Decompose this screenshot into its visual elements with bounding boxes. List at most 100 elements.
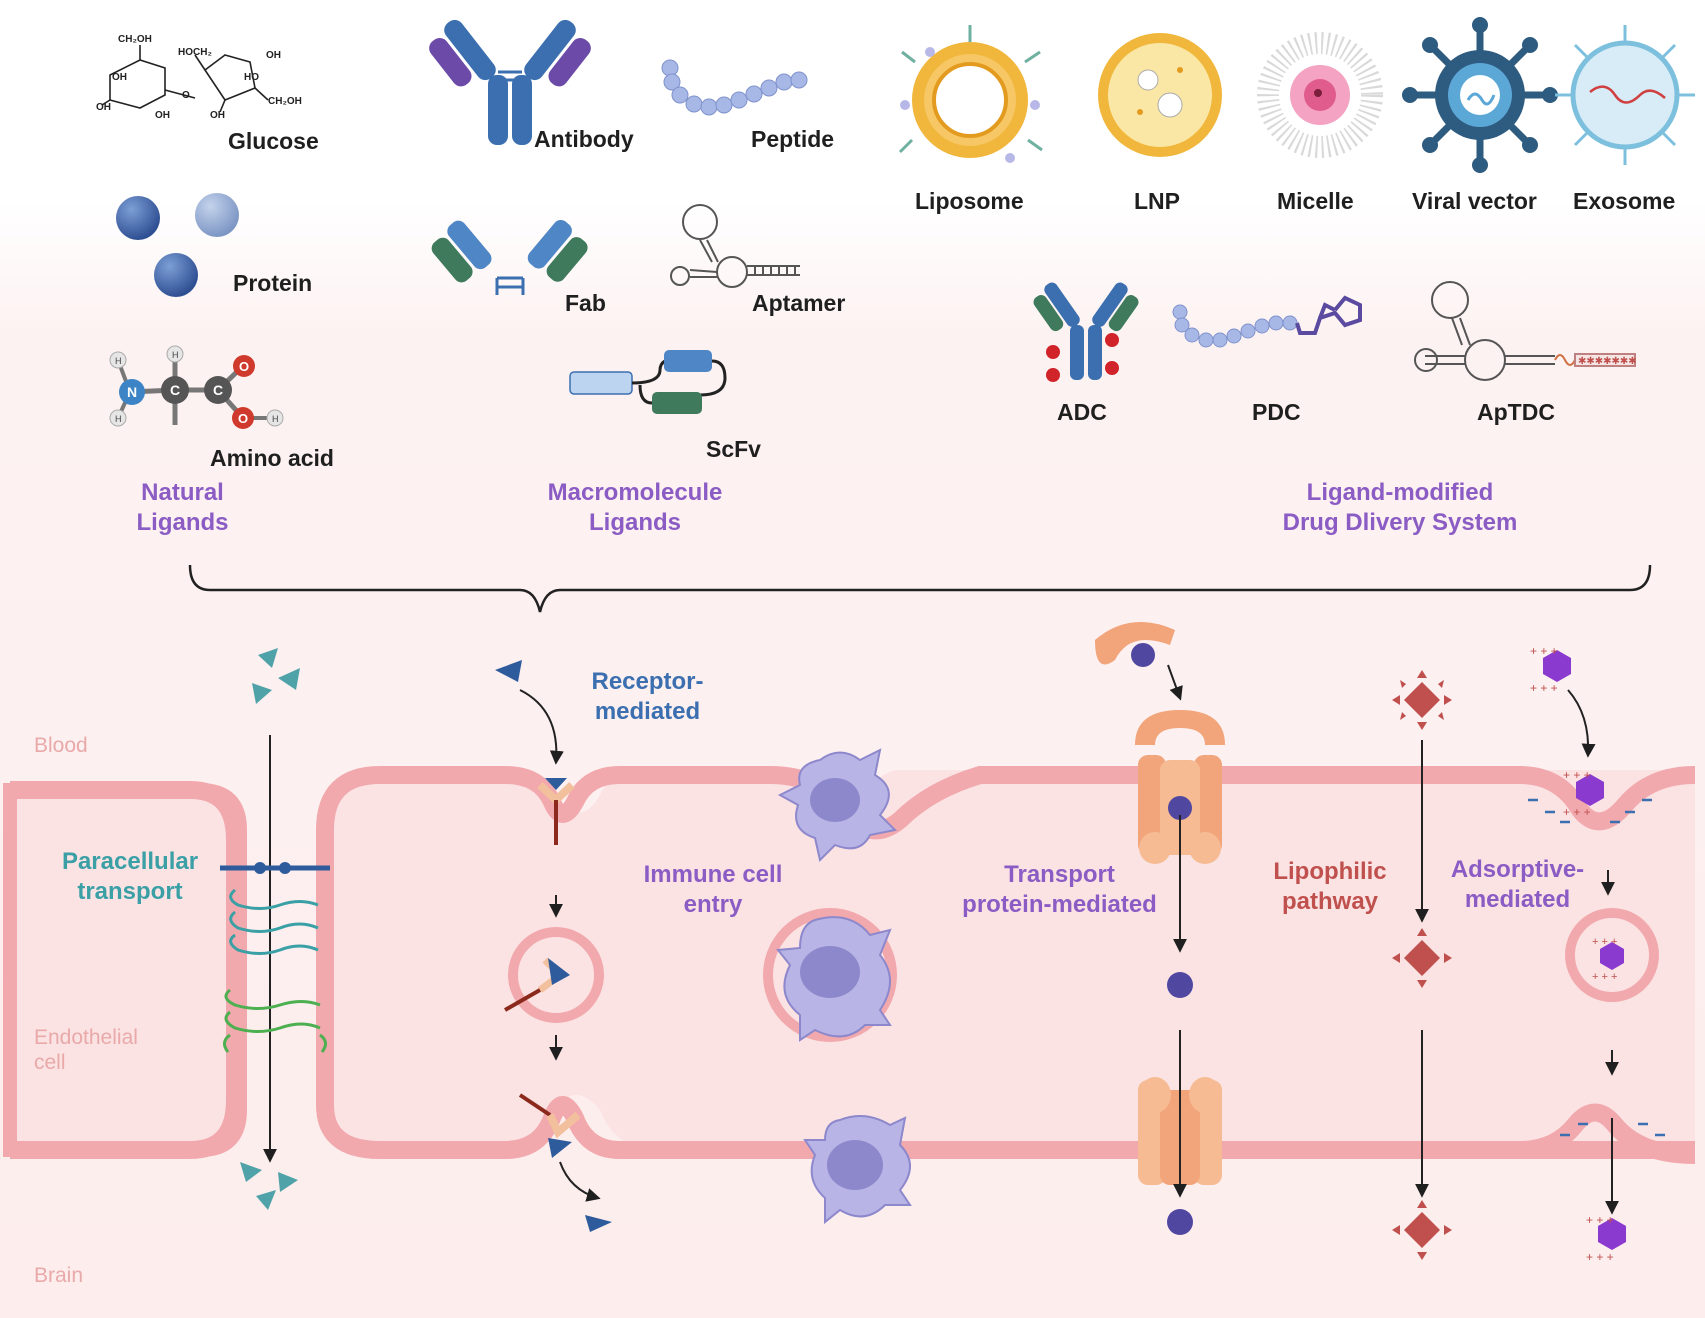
chem-ch2oh-1: CH₂OH — [118, 34, 152, 45]
region-endothelial-cell: Endothelial cell — [34, 1026, 138, 1075]
immune-cell-icon — [777, 748, 898, 862]
cationic-molecule-icon: + + + + + + — [1563, 768, 1604, 819]
substrate-dot — [1167, 1209, 1193, 1235]
basal-dip — [1519, 1103, 1696, 1164]
adc-icon — [1033, 282, 1139, 382]
atom-o-1: O — [239, 359, 249, 374]
paracellular-triangles-bottom — [240, 1162, 298, 1210]
aptamer-icon — [670, 204, 800, 288]
svg-text:+ + +: + + + — [1563, 768, 1591, 782]
transport-protein-channel — [1135, 710, 1225, 864]
substrate-dot — [1167, 972, 1193, 998]
tight-junction-proteins — [220, 862, 330, 1053]
atom-h-3: H — [172, 350, 179, 360]
pathway-adsorptive-mediated: Adsorptive- mediated — [1450, 856, 1585, 913]
chem-oh-4: OH — [266, 50, 281, 61]
cationic-molecule-icon: + + + + + + — [1530, 644, 1571, 695]
fab-fragment-icon — [431, 220, 588, 295]
svg-text:+ + +: + + + — [1586, 1250, 1614, 1264]
membrane-charges — [1528, 798, 1652, 824]
lipophilic-molecule-icon — [1392, 928, 1452, 988]
label-lnp: LNP — [1134, 188, 1180, 214]
svg-text:+ + +: + + + — [1563, 805, 1591, 819]
label-liposome: Liposome — [915, 188, 1024, 214]
label-antibody: Antibody — [534, 126, 634, 152]
label-aptdc: ApTDC — [1477, 399, 1555, 425]
receptor-release-arrow — [559, 1161, 601, 1202]
adsorptive-vesicle: + + + + + + — [1565, 908, 1659, 1002]
exosome-icon — [1555, 25, 1695, 165]
lipophilic-molecule-icon — [1392, 1200, 1452, 1260]
pathway-paracellular: Paracellular transport — [61, 848, 199, 905]
label-amino-acid: Amino acid — [210, 445, 334, 471]
group-natural-ligands: Natural Ligands — [136, 479, 229, 536]
atom-h-2: H — [115, 414, 122, 424]
aptdc-icon: ✱✱✱✱✱✱✱ — [1414, 281, 1637, 381]
label-exosome: Exosome — [1573, 188, 1676, 214]
chem-oh-2: OH — [96, 102, 111, 113]
pdc-icon — [1172, 295, 1362, 348]
atom-c-1: C — [170, 382, 180, 398]
viral-vector-icon — [1402, 17, 1558, 173]
pathway-receptor-mediated: Receptor- mediated — [591, 668, 704, 725]
peptide-chain-icon — [661, 59, 808, 116]
atom-h-1: H — [115, 356, 122, 366]
grouping-bracket — [188, 564, 1652, 613]
region-blood: Blood — [34, 734, 88, 757]
atom-o-2: O — [238, 411, 248, 426]
svg-text:+ + +: + + + — [1592, 971, 1617, 983]
endosome-vesicle — [504, 927, 604, 1023]
group-ligand-modified-dds: Ligand-modified Drug Dlivery System — [1282, 479, 1518, 536]
scfv-icon — [569, 350, 727, 414]
label-protein: Protein — [233, 270, 313, 296]
chem-oh-1: OH — [112, 72, 127, 83]
receptor-curve-arrow — [519, 689, 564, 765]
paracellular-triangles-top — [252, 648, 300, 704]
atom-n: N — [127, 384, 137, 400]
label-peptide: Peptide — [751, 126, 835, 152]
adsorptive-arrow-1 — [1567, 689, 1596, 758]
basal-charges — [1560, 1122, 1665, 1137]
label-fab: Fab — [565, 290, 606, 316]
svg-text:✱✱✱✱✱✱✱: ✱✱✱✱✱✱✱ — [1578, 356, 1637, 367]
chem-o: O — [182, 90, 190, 101]
svg-text:+ + +: + + + — [1530, 681, 1558, 695]
label-aptamer: Aptamer — [752, 290, 846, 316]
chem-ho: HO — [244, 72, 259, 83]
chem-ch2oh-2: CH₂OH — [268, 96, 302, 107]
label-glucose: Glucose — [228, 128, 319, 154]
atom-h-4: H — [272, 414, 279, 424]
protein-ball-icon — [154, 253, 198, 297]
atom-c-2: C — [213, 382, 223, 398]
carrier-top-icon — [1095, 622, 1175, 667]
label-micelle: Micelle — [1277, 188, 1354, 214]
protein-ball-icon — [195, 193, 239, 237]
liposome-icon — [898, 25, 1043, 163]
micelle-icon — [1257, 32, 1383, 158]
pathway-immune-cell-entry: Immune cell entry — [643, 861, 783, 918]
pathway-transport-protein: Transport protein-mediated — [962, 861, 1157, 918]
lipophilic-molecule-icon — [1392, 670, 1452, 730]
label-viral-vector: Viral vector — [1412, 188, 1537, 214]
protein-ball-icon — [116, 196, 160, 240]
cationic-molecule-icon: + + + + + + — [1586, 1213, 1626, 1264]
immune-cell-icon — [763, 908, 897, 1042]
chem-oh-5: OH — [210, 110, 225, 121]
antibody-icon — [429, 19, 591, 145]
receptor-bottom-icon — [518, 1093, 581, 1158]
top-background — [0, 0, 1705, 200]
pathway-lipophilic: Lipophilic pathway — [1273, 858, 1387, 915]
svg-text:+ + +: + + + — [1586, 1213, 1614, 1227]
receptor-top-icon — [537, 778, 575, 845]
label-pdc: PDC — [1252, 399, 1301, 425]
transport-arrow-1 — [1167, 664, 1183, 701]
chem-hoch2: HOCH₂ — [178, 47, 212, 58]
label-scfv: ScFv — [706, 436, 761, 462]
svg-text:+ + +: + + + — [1592, 936, 1617, 948]
svg-text:+ + +: + + + — [1530, 644, 1558, 658]
chem-oh-3: OH — [155, 110, 170, 121]
released-ligand-icon — [585, 1215, 612, 1232]
label-adc: ADC — [1057, 399, 1107, 425]
